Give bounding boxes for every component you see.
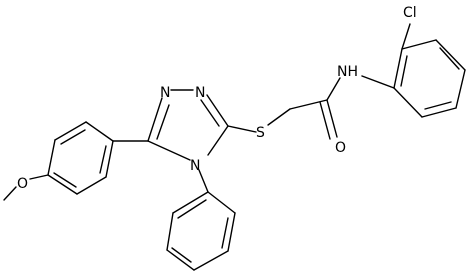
bond (177, 199, 207, 219)
bond (166, 212, 174, 251)
bond (105, 140, 114, 178)
amine-nh-atom-label: NH (337, 64, 358, 80)
bond (193, 250, 229, 271)
carbonyl-oxygen-atom-label: O (335, 140, 346, 156)
bond (207, 191, 236, 214)
bond (99, 145, 107, 174)
bond (439, 47, 460, 70)
bond (85, 121, 114, 142)
bond (54, 121, 87, 141)
triazole-nitrogen-left-label: N (160, 85, 170, 101)
bond (435, 39, 466, 71)
triazole-nitrogen-bottom-label: N (190, 158, 200, 174)
bond (147, 97, 163, 142)
bond (267, 108, 291, 126)
bond (401, 23, 411, 50)
bond (400, 55, 408, 87)
bond (76, 176, 107, 195)
bond (206, 94, 229, 127)
bond (319, 101, 331, 140)
bond (227, 212, 236, 252)
bond (289, 99, 328, 110)
bond (47, 139, 56, 176)
bond (401, 39, 437, 50)
bond (147, 140, 191, 161)
bond (421, 107, 457, 118)
bond (326, 77, 341, 101)
sulfur-atom-label: S (256, 125, 265, 141)
bond (171, 247, 192, 263)
methoxy-oxygen-atom-label: O (17, 176, 28, 192)
bond (393, 48, 403, 89)
bond (166, 249, 195, 271)
bond (3, 186, 17, 201)
bond (361, 75, 395, 89)
bond (198, 169, 209, 193)
bond (393, 87, 423, 118)
bond (424, 101, 452, 110)
atom-labels: Cl NH O S N N N O (17, 5, 417, 192)
bond (172, 191, 209, 214)
bond (455, 69, 466, 109)
bond (207, 125, 229, 156)
triazole-nitrogen-right-label: N (195, 85, 205, 101)
bond (227, 125, 257, 133)
bond (47, 174, 78, 195)
bond (156, 104, 170, 140)
bond (326, 99, 338, 138)
bond (221, 217, 229, 249)
chlorine-atom-label: Cl (403, 5, 417, 21)
bonds (3, 23, 466, 271)
bond (29, 174, 49, 180)
bond (53, 172, 77, 188)
bond (60, 129, 86, 145)
bond (200, 99, 220, 127)
